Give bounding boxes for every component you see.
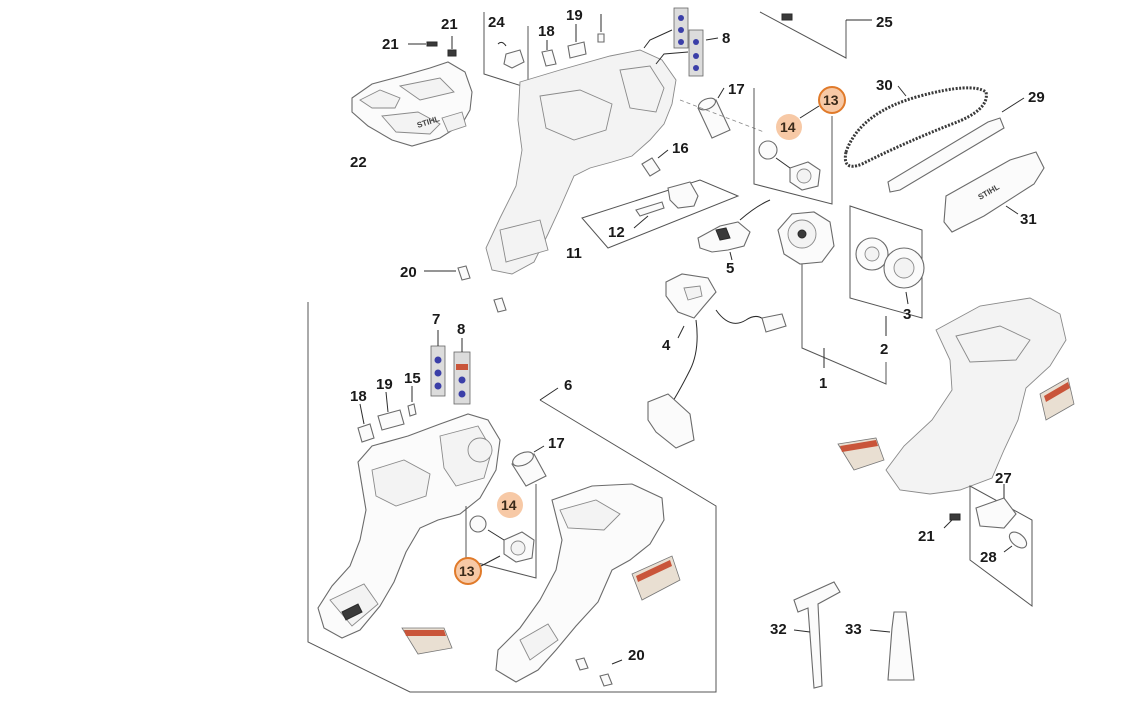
part-24-trigger-spring[interactable] [497,41,525,69]
assembly-axis-line [679,99,765,133]
part-15-pin-low[interactable] [407,386,417,417]
right-handle-housing [885,297,1067,495]
part-6-main-housing-low[interactable] [317,413,501,639]
part-24-group-frame [483,12,529,89]
label-5: 5 [726,260,734,277]
label-6: 6 [564,377,572,394]
label-20-low: 20 [628,647,645,664]
label-8-top: 8 [722,30,730,47]
part-18-bushing-top[interactable] [541,40,557,67]
warning-label-center[interactable] [837,437,885,471]
label-16: 16 [672,140,689,157]
label-24: 24 [488,14,505,31]
label-12: 12 [608,224,625,241]
part-13-knob-top[interactable] [775,157,821,191]
label-2: 2 [880,341,888,358]
part-13-group-frame-low [465,484,537,579]
badge-13-top-text: 13 [823,92,839,108]
part-20-clip-low[interactable] [575,657,623,687]
part-11-group-frame [581,179,740,249]
part-number-labels: 21 21 22 24 18 19 8 25 17 16 12 11 5 20 … [350,7,1045,664]
label-31: 31 [1020,211,1037,228]
label-27: 27 [995,470,1012,487]
badge-14-low-text: 14 [501,497,517,513]
warning-label-right[interactable] [1039,377,1075,421]
label-33: 33 [845,621,862,638]
label-21-a: 21 [382,36,399,53]
part-25-group-frame [759,11,872,59]
label-15: 15 [404,370,421,387]
part-17-bushing-low[interactable] [511,445,547,487]
label-8-low: 8 [457,321,465,338]
label-7: 7 [432,311,440,328]
part-30-saw-chain[interactable] [843,85,988,168]
part-12-switch-lever[interactable] [633,201,665,229]
part-33-grease-tube[interactable] [869,611,915,681]
label-21-b: 21 [441,16,458,33]
part-22-housing-cover[interactable]: STIHL [351,61,473,147]
part-5-connector[interactable] [697,199,771,261]
part-3-sprocket[interactable] [855,237,925,305]
label-32: 32 [770,621,787,638]
label-11: 11 [566,245,582,262]
loose-clip-mid [493,297,507,313]
part-2-group-frame [849,205,923,336]
part-1-motor[interactable] [777,211,835,265]
part-21-screw-a[interactable] [408,41,438,47]
part-28-cap[interactable] [1003,529,1030,553]
label-20-top: 20 [400,264,417,281]
label-1: 1 [819,375,827,392]
warning-label-low-left[interactable] [401,627,453,655]
part-18-bushing-low[interactable] [357,403,375,443]
badge-13-top[interactable]: 13 [818,86,846,114]
badge-13-low-text: 13 [459,563,475,579]
label-21-c: 21 [918,528,935,545]
badge-14-low[interactable]: 14 [497,492,523,518]
label-22: 22 [350,154,367,171]
part-13-group-frame-top [753,88,833,205]
part-15-pin-top[interactable] [597,14,605,43]
lower-cover-half[interactable] [495,483,665,683]
part-27-bracket[interactable] [975,484,1017,529]
badge-14-top[interactable]: 14 [776,114,802,140]
label-25: 25 [876,14,893,31]
part-6-main-housing-top[interactable] [485,49,677,275]
part-21-screw-c[interactable] [943,513,961,529]
part-6-group-frame [307,302,717,693]
warning-label-low-right[interactable] [631,555,681,601]
part-14-o-ring-low[interactable] [469,515,487,533]
part-17-bushing-top[interactable] [697,87,731,139]
label-18-top: 18 [538,23,555,40]
part-16-pin[interactable] [641,149,669,177]
label-17-low: 17 [548,435,565,452]
part-4-wiring-harness[interactable] [647,273,787,449]
label-30: 30 [876,77,893,94]
part-14-o-ring-top[interactable] [758,140,778,160]
part-29-guide-bar[interactable] [887,97,1025,193]
part-7-label-top[interactable] [643,7,689,49]
badge-14-top-text: 14 [780,119,796,135]
part-13-knob-low[interactable] [487,529,535,563]
label-19-top: 19 [566,7,583,24]
part-1-group-frame [801,256,887,385]
label-17-top: 17 [728,81,745,98]
label-3: 3 [903,306,911,323]
badge-13-low[interactable]: 13 [454,557,482,585]
part-8-label-low[interactable] [453,338,471,405]
part-19-pin-top[interactable] [567,24,587,59]
part-31-bar-cover[interactable]: STIHL [943,151,1045,233]
label-28: 28 [980,549,997,566]
part-20-clip-top[interactable] [424,265,471,281]
part-11-switch[interactable] [667,181,699,209]
part-19-pin-low[interactable] [377,391,405,431]
label-19-low: 19 [376,376,393,393]
label-4: 4 [662,337,671,354]
part-8-label-top[interactable] [655,29,719,77]
part-32-combination-wrench[interactable] [793,581,841,689]
part-7-label-low[interactable] [430,330,446,397]
part-21-screw-b[interactable] [447,36,457,57]
label-18-low: 18 [350,388,367,405]
label-29: 29 [1028,89,1045,106]
